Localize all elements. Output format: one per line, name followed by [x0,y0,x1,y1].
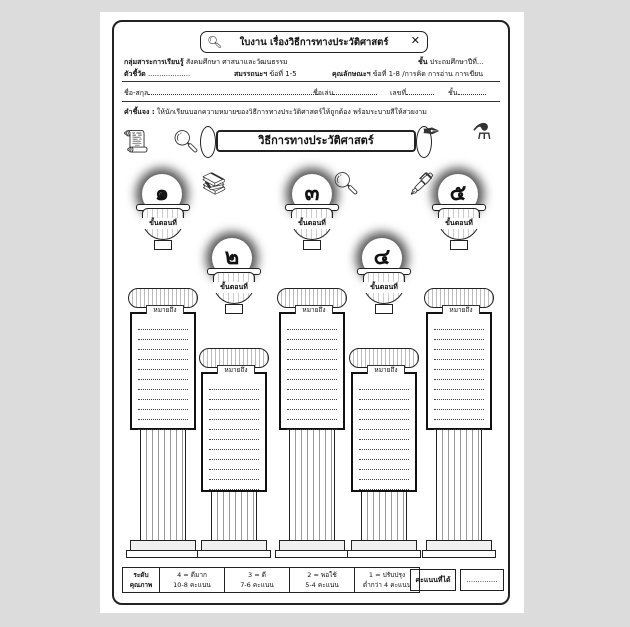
worksheet-page: 🔍︎ ใบงาน เรื่องวิธีการทางประวัติศาสตร์ ✕… [100,12,524,613]
column-shaft-1 [140,430,186,540]
number-field[interactable]: เลขที่ [390,88,435,99]
column-shaft-2 [211,492,257,540]
subject-line: กลุ่มสาระการเรียนรู้ สังคมศึกษา ศาสนาและ… [124,58,288,66]
column-plinth-5 [422,550,496,558]
meaning-box-1[interactable]: หมายถึง [130,305,196,430]
rubric-level-1: 1 = ปรับปรุงต่ำกว่า 4 คะแนน [354,567,420,593]
divider [122,81,500,82]
magnifier-icon: 🔍︎ [332,172,360,197]
column-shaft-5 [436,430,482,540]
trait-line: คุณลักษณะฯ ข้อที่ 1-8 /การคิด การอ่าน กา… [332,70,484,78]
urn-3: ขั้นตอนที่ [283,204,341,250]
name-field[interactable]: ชื่อ-สกุล [124,88,319,99]
score-field[interactable]: .............. [460,569,504,591]
rubric-level-2: 2 = พอใช้5-4 คะแนน [289,567,355,593]
book-icon: 📚︎ [200,172,228,197]
scroll-icon: 📜︎ [122,130,150,155]
instruction: คำชี้แจง : ให้นักเรียนบอกความหมายของวิธี… [124,108,427,116]
meaning-box-4[interactable]: หมายถึง [351,365,417,492]
divider [122,101,500,102]
indicator-line: ตัวชี้วัด ................... [124,70,191,78]
page-frame [112,20,510,605]
urn-4: ขั้นตอนที่ [355,268,413,314]
class-field[interactable]: ชั้น [448,88,486,99]
urn-2: ขั้นตอนที่ [205,268,263,314]
magnifier-icon: 🔍︎ [172,130,200,155]
banner-title: วิธีการทางประวัติศาสตร์ [200,126,432,158]
urn-5: ขั้นตอนที่ [430,204,488,250]
column-plinth-2 [197,550,271,558]
meaning-box-2[interactable]: หมายถึง [201,365,267,492]
column-shaft-3 [289,430,335,540]
search-icon: 🔍︎ [207,35,223,49]
close-icon[interactable]: ✕ [410,34,420,47]
urn-1: ขั้นตอนที่ [134,204,192,250]
competency-line: สมรรถนะฯ ข้อที่ 1-5 [234,70,297,78]
column-plinth-3 [275,550,349,558]
column-plinth-1 [126,550,200,558]
meaning-box-5[interactable]: หมายถึง [426,305,492,430]
column-plinth-4 [347,550,421,558]
quill-icon: ✒︎ [422,120,441,145]
title-bar[interactable]: 🔍︎ ใบงาน เรื่องวิธีการทางประวัติศาสตร์ ✕ [200,31,428,53]
inkwell-icon: 🖋︎ [408,172,436,197]
worksheet-title: ใบงาน เรื่องวิธีการทางประวัติศาสตร์ [239,37,389,48]
score-label: คะแนนที่ได้ [410,569,456,591]
nickname-field[interactable]: ชื่อเล่น [313,88,378,99]
column-shaft-4 [361,492,407,540]
flask-icon: ⚗︎ [472,120,492,145]
rubric-level-3: 3 = ดี7-6 คะแนน [224,567,290,593]
rubric-level-label: ระดับคุณภาพ [122,567,160,593]
meaning-box-3[interactable]: หมายถึง [279,305,345,430]
grade-line: ชั้น ประถมศึกษาปีที่... [418,58,484,66]
